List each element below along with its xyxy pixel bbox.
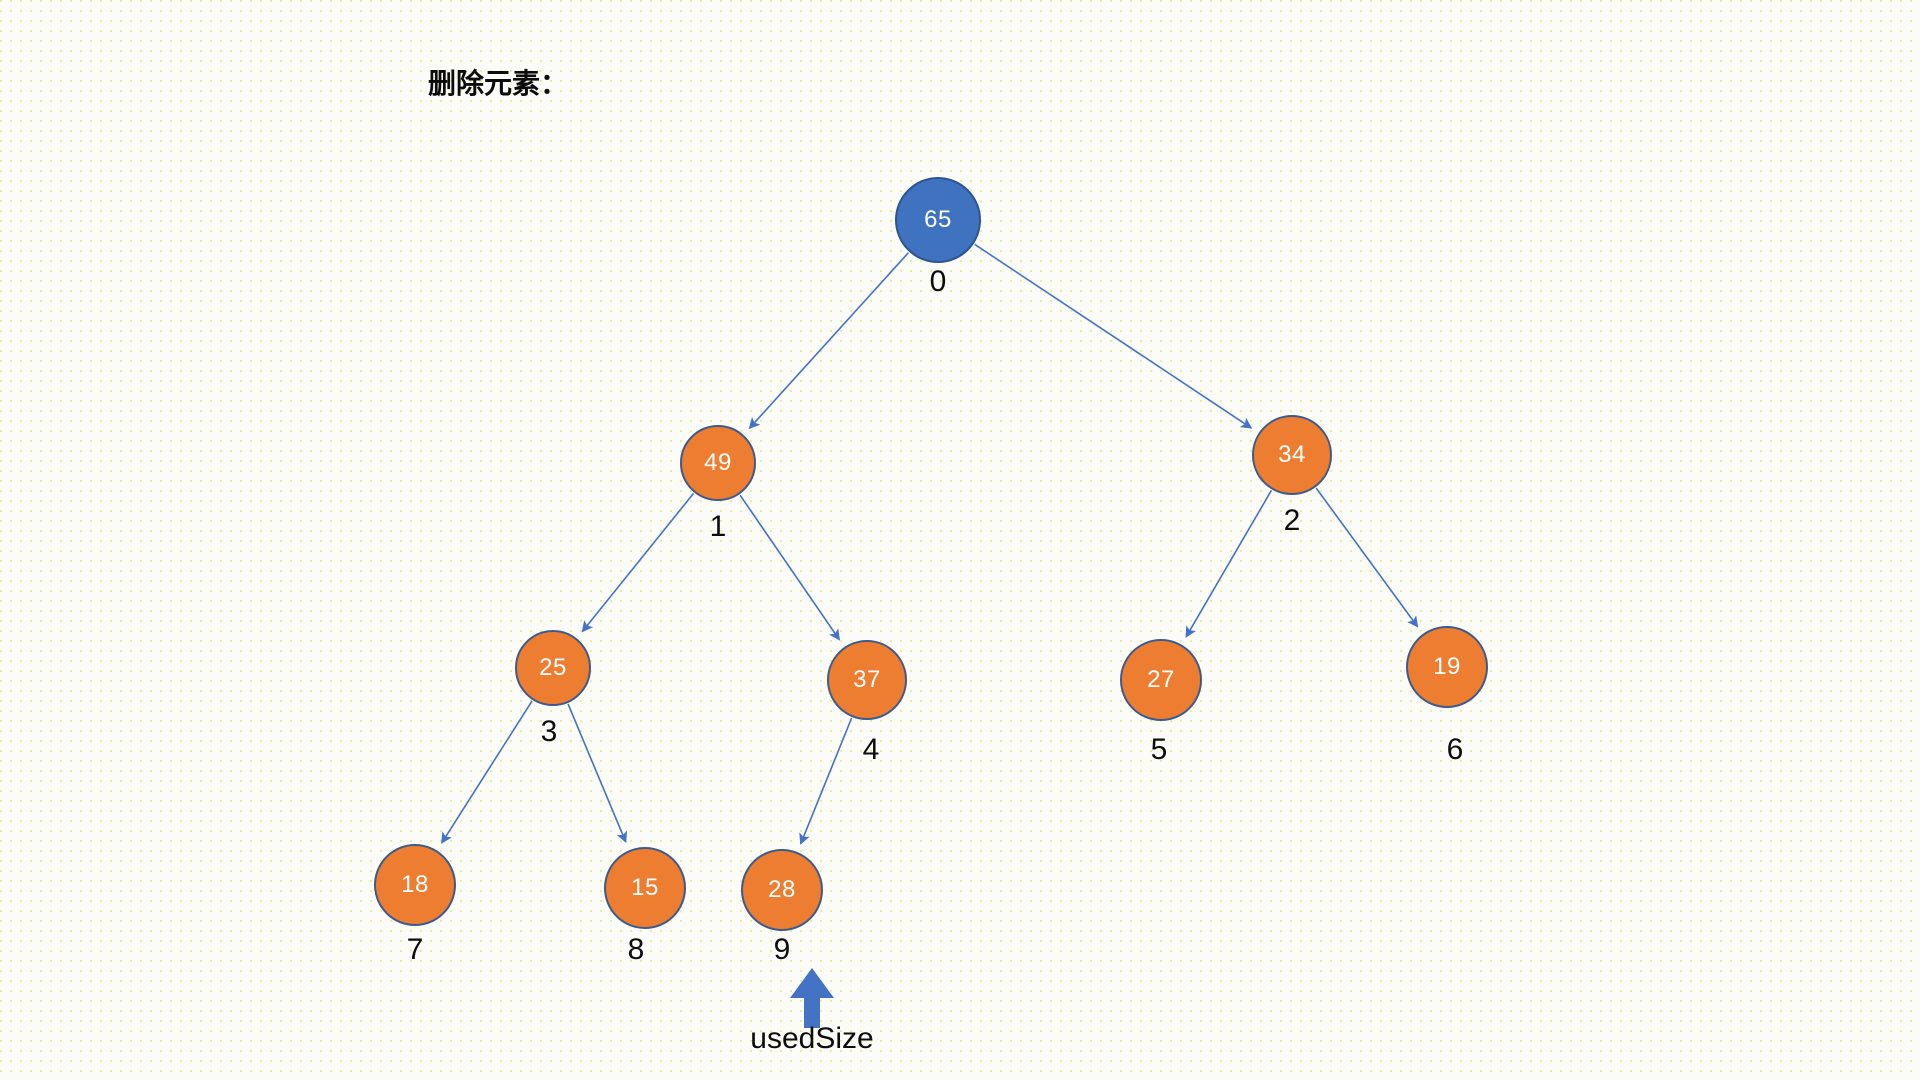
- edge-34-27: [1185, 490, 1273, 638]
- node-index-0: 0: [929, 265, 947, 298]
- tree-node-34[interactable]: 34: [1252, 415, 1332, 495]
- edge-65-34: [974, 243, 1253, 429]
- tree-node-value: 65: [924, 206, 952, 233]
- usedsize-arrow-shape: [790, 968, 834, 1028]
- tree-node-27[interactable]: 27: [1120, 639, 1202, 721]
- usedsize-label: usedSize: [750, 1022, 874, 1055]
- tree-node-15[interactable]: 15: [604, 847, 686, 929]
- tree-node-19[interactable]: 19: [1406, 626, 1488, 708]
- node-index-8: 8: [627, 933, 645, 966]
- usedsize-arrow-icon: [790, 968, 834, 1028]
- edge-65-49: [748, 252, 910, 430]
- node-index-4: 4: [862, 733, 880, 766]
- node-index-9: 9: [773, 933, 791, 966]
- node-index-5: 5: [1150, 733, 1168, 766]
- edge-34-19: [1315, 487, 1419, 628]
- tree-node-25[interactable]: 25: [515, 630, 591, 706]
- edge-49-37: [739, 494, 840, 641]
- node-index-6: 6: [1446, 733, 1464, 766]
- tree-node-value: 15: [631, 874, 659, 901]
- tree-node-37[interactable]: 37: [827, 640, 907, 720]
- tree-node-value: 18: [401, 871, 429, 898]
- tree-node-65[interactable]: 65: [895, 177, 981, 263]
- node-index-3: 3: [540, 715, 558, 748]
- tree-node-value: 34: [1278, 441, 1306, 468]
- tree-node-28[interactable]: 28: [741, 849, 823, 931]
- tree-node-value: 37: [853, 666, 881, 693]
- page-title: 删除元素：: [428, 68, 569, 99]
- tree-node-value: 49: [704, 449, 732, 476]
- tree-node-value: 19: [1433, 653, 1461, 680]
- node-index-1: 1: [709, 510, 727, 543]
- edge-49-25: [581, 492, 695, 633]
- tree-node-49[interactable]: 49: [680, 425, 756, 501]
- tree-node-value: 25: [539, 654, 567, 681]
- tree-node-18[interactable]: 18: [374, 844, 456, 926]
- node-index-2: 2: [1283, 504, 1301, 537]
- tree-node-value: 27: [1147, 666, 1175, 693]
- tree-node-value: 28: [768, 876, 796, 903]
- node-index-7: 7: [406, 933, 424, 966]
